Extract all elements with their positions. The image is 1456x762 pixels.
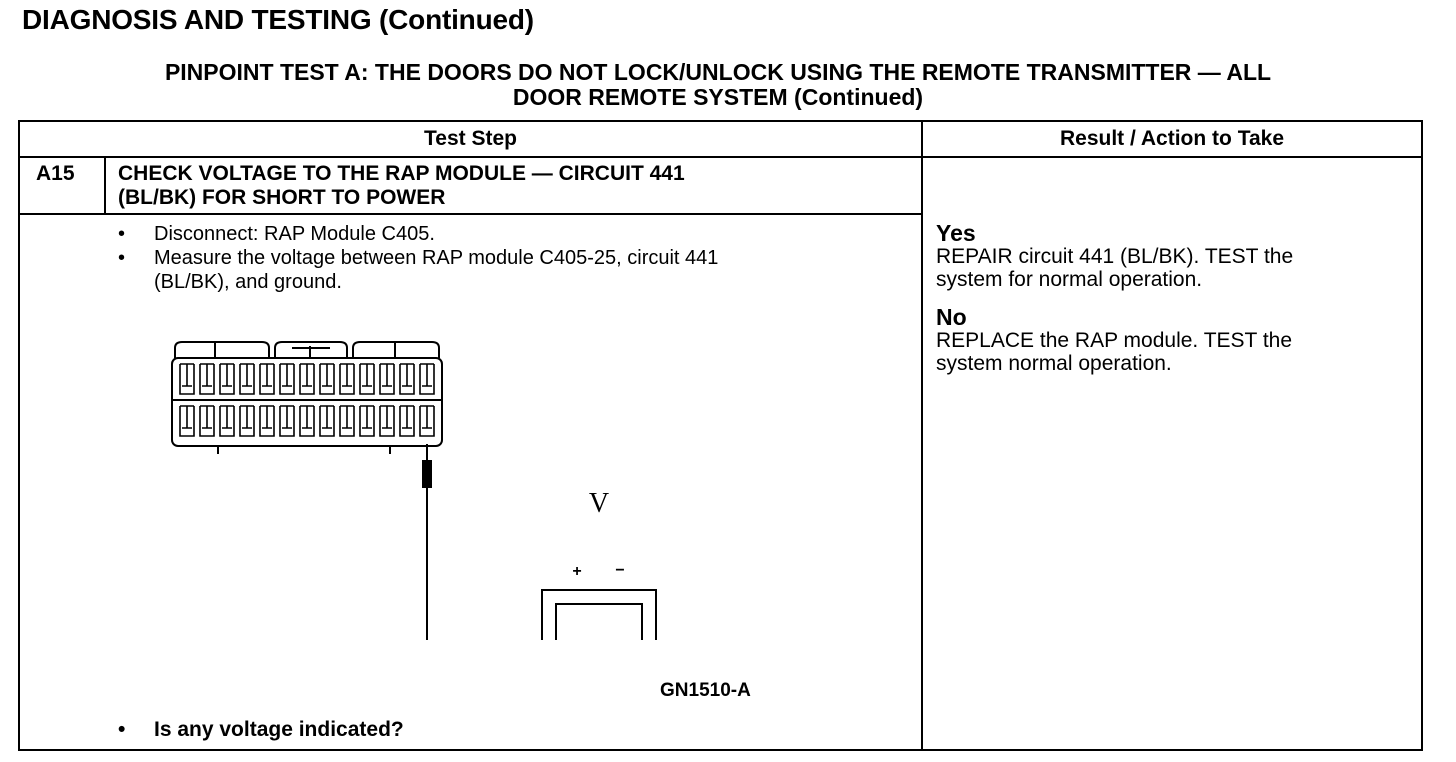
yes-action-line-1: REPAIR circuit 441 (BL/BK). TEST the <box>936 245 1294 268</box>
page-title: DIAGNOSIS AND TESTING (Continued) <box>22 4 534 35</box>
result-yes: Yes REPAIR circuit 441 (BL/BK). TEST the… <box>936 220 1406 292</box>
connector-pin <box>379 363 395 395</box>
connector-pin <box>259 363 275 395</box>
subtitle-line-1: PINPOINT TEST A: THE DOORS DO NOT LOCK/U… <box>164 59 1272 85</box>
question-text: Is any voltage indicated? <box>154 718 404 741</box>
connector-pin <box>359 363 375 395</box>
connector-pin <box>179 363 195 395</box>
connector-pin <box>199 405 215 437</box>
instruction-text-line-1: Measure the voltage between RAP module C… <box>154 247 719 269</box>
column-header-test-step: Test Step <box>424 127 517 150</box>
pinpoint-test-title: PINPOINT TEST A: THE DOORS DO NOT LOCK/U… <box>18 60 1418 110</box>
step-id: A15 <box>36 162 75 185</box>
connector-pin <box>419 405 435 437</box>
bullet-symbol: • <box>118 718 126 741</box>
no-action-line-2: system normal operation. <box>936 352 1172 375</box>
connector-pin <box>319 363 335 395</box>
step-instructions: • Disconnect: RAP Module C405. • Measure… <box>114 222 894 294</box>
connector-pin <box>279 363 295 395</box>
probe-tip <box>422 460 432 488</box>
connector-pin <box>339 405 355 437</box>
instruction-item: • Disconnect: RAP Module C405. <box>114 222 894 246</box>
instruction-text-line-2: (BL/BK), and ground. <box>154 271 342 293</box>
connector-pin <box>399 363 415 395</box>
instruction-text: Disconnect: RAP Module C405. <box>154 223 435 245</box>
column-header-result: Result / Action to Take <box>1059 127 1285 150</box>
connector-pin <box>339 363 355 395</box>
connector-pin <box>399 405 415 437</box>
no-action-line-1: REPLACE the RAP module. TEST the <box>936 329 1293 352</box>
connector-pin <box>179 405 195 437</box>
bullet-symbol: • <box>118 223 126 245</box>
plus-terminal-symbol: + <box>572 563 582 580</box>
connector-pin <box>259 405 275 437</box>
connector-pin <box>279 405 295 437</box>
step-heading-line-1: CHECK VOLTAGE TO THE RAP MODULE — CIRCUI… <box>118 162 685 185</box>
step-heading-divider <box>20 213 921 215</box>
step-id-divider <box>104 156 106 215</box>
connector-pin <box>419 363 435 395</box>
connector-pin <box>379 405 395 437</box>
connector-pin <box>239 363 255 395</box>
connector-pin <box>239 405 255 437</box>
no-label: No <box>936 304 967 330</box>
connector-pin <box>219 405 235 437</box>
connector-pin <box>359 405 375 437</box>
minus-terminal-symbol: − <box>615 562 625 579</box>
connector-pin <box>219 363 235 395</box>
connector-pin <box>299 405 315 437</box>
instruction-item: • Measure the voltage between RAP module… <box>114 246 894 294</box>
result-no: No REPLACE the RAP module. TEST the syst… <box>936 304 1406 376</box>
column-divider <box>921 122 923 749</box>
connector-pin <box>299 363 315 395</box>
subtitle-line-2: DOOR REMOTE SYSTEM (Continued) <box>512 84 924 110</box>
connector-pin <box>199 363 215 395</box>
figure-id: GN1510-A <box>660 680 751 701</box>
step-question: • Is any voltage indicated? <box>114 718 404 742</box>
yes-label: Yes <box>936 220 976 246</box>
header-divider <box>20 156 1421 158</box>
voltmeter-v-label: V <box>588 488 610 519</box>
step-heading-line-2: (BL/BK) FOR SHORT TO POWER <box>118 186 446 209</box>
step-heading: CHECK VOLTAGE TO THE RAP MODULE — CIRCUI… <box>118 162 838 210</box>
connector-voltmeter-diagram <box>171 341 657 640</box>
yes-action-line-2: system for normal operation. <box>936 268 1203 291</box>
connector-pin <box>319 405 335 437</box>
bullet-symbol: • <box>118 247 126 269</box>
test-table: Test Step Result / Action to Take A15 CH… <box>18 120 1423 751</box>
